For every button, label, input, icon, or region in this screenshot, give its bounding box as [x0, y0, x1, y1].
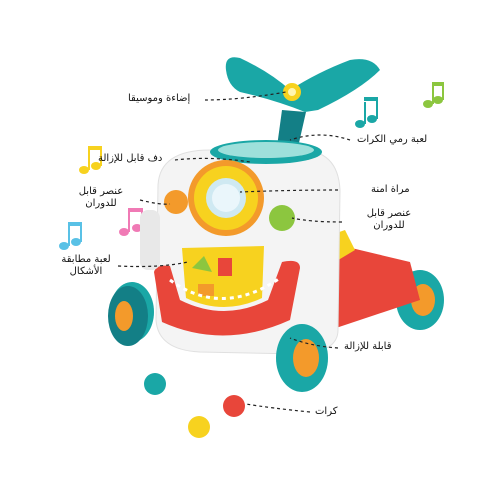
label-shape-sorter: لعبة مطابقة الأشكال: [61, 254, 111, 277]
front-wheel-left: [108, 286, 148, 346]
front-wheel-right: [276, 324, 328, 392]
side-frame: [318, 240, 420, 330]
balls: [144, 373, 245, 438]
music-note-icon: [423, 82, 444, 108]
music-note-icon: [59, 222, 82, 250]
music-note-icon: [79, 146, 102, 174]
label-rotating-right: عنصر قابل للدوران: [366, 208, 412, 231]
callout-lines: [117, 91, 351, 413]
rotating-element-left: [164, 190, 188, 214]
walker-body: [140, 140, 341, 355]
label-ball-throw: لعبة رمي الكرات: [357, 134, 428, 145]
label-removable: قابلة للإزالة: [344, 341, 392, 352]
label-mirror: مراة امنة: [371, 184, 410, 195]
label-drum: دف قابل للإزالة: [98, 153, 163, 164]
label-light-music: إضاءة وموسيقا: [128, 93, 191, 104]
label-balls: كرات: [315, 406, 338, 417]
removable-panel: [154, 260, 300, 336]
rotating-element-right: [269, 205, 295, 231]
music-note-icon: [355, 97, 378, 128]
music-note-icon: [119, 208, 143, 236]
label-rotating-left: عنصر قابل للدوران: [78, 186, 124, 209]
